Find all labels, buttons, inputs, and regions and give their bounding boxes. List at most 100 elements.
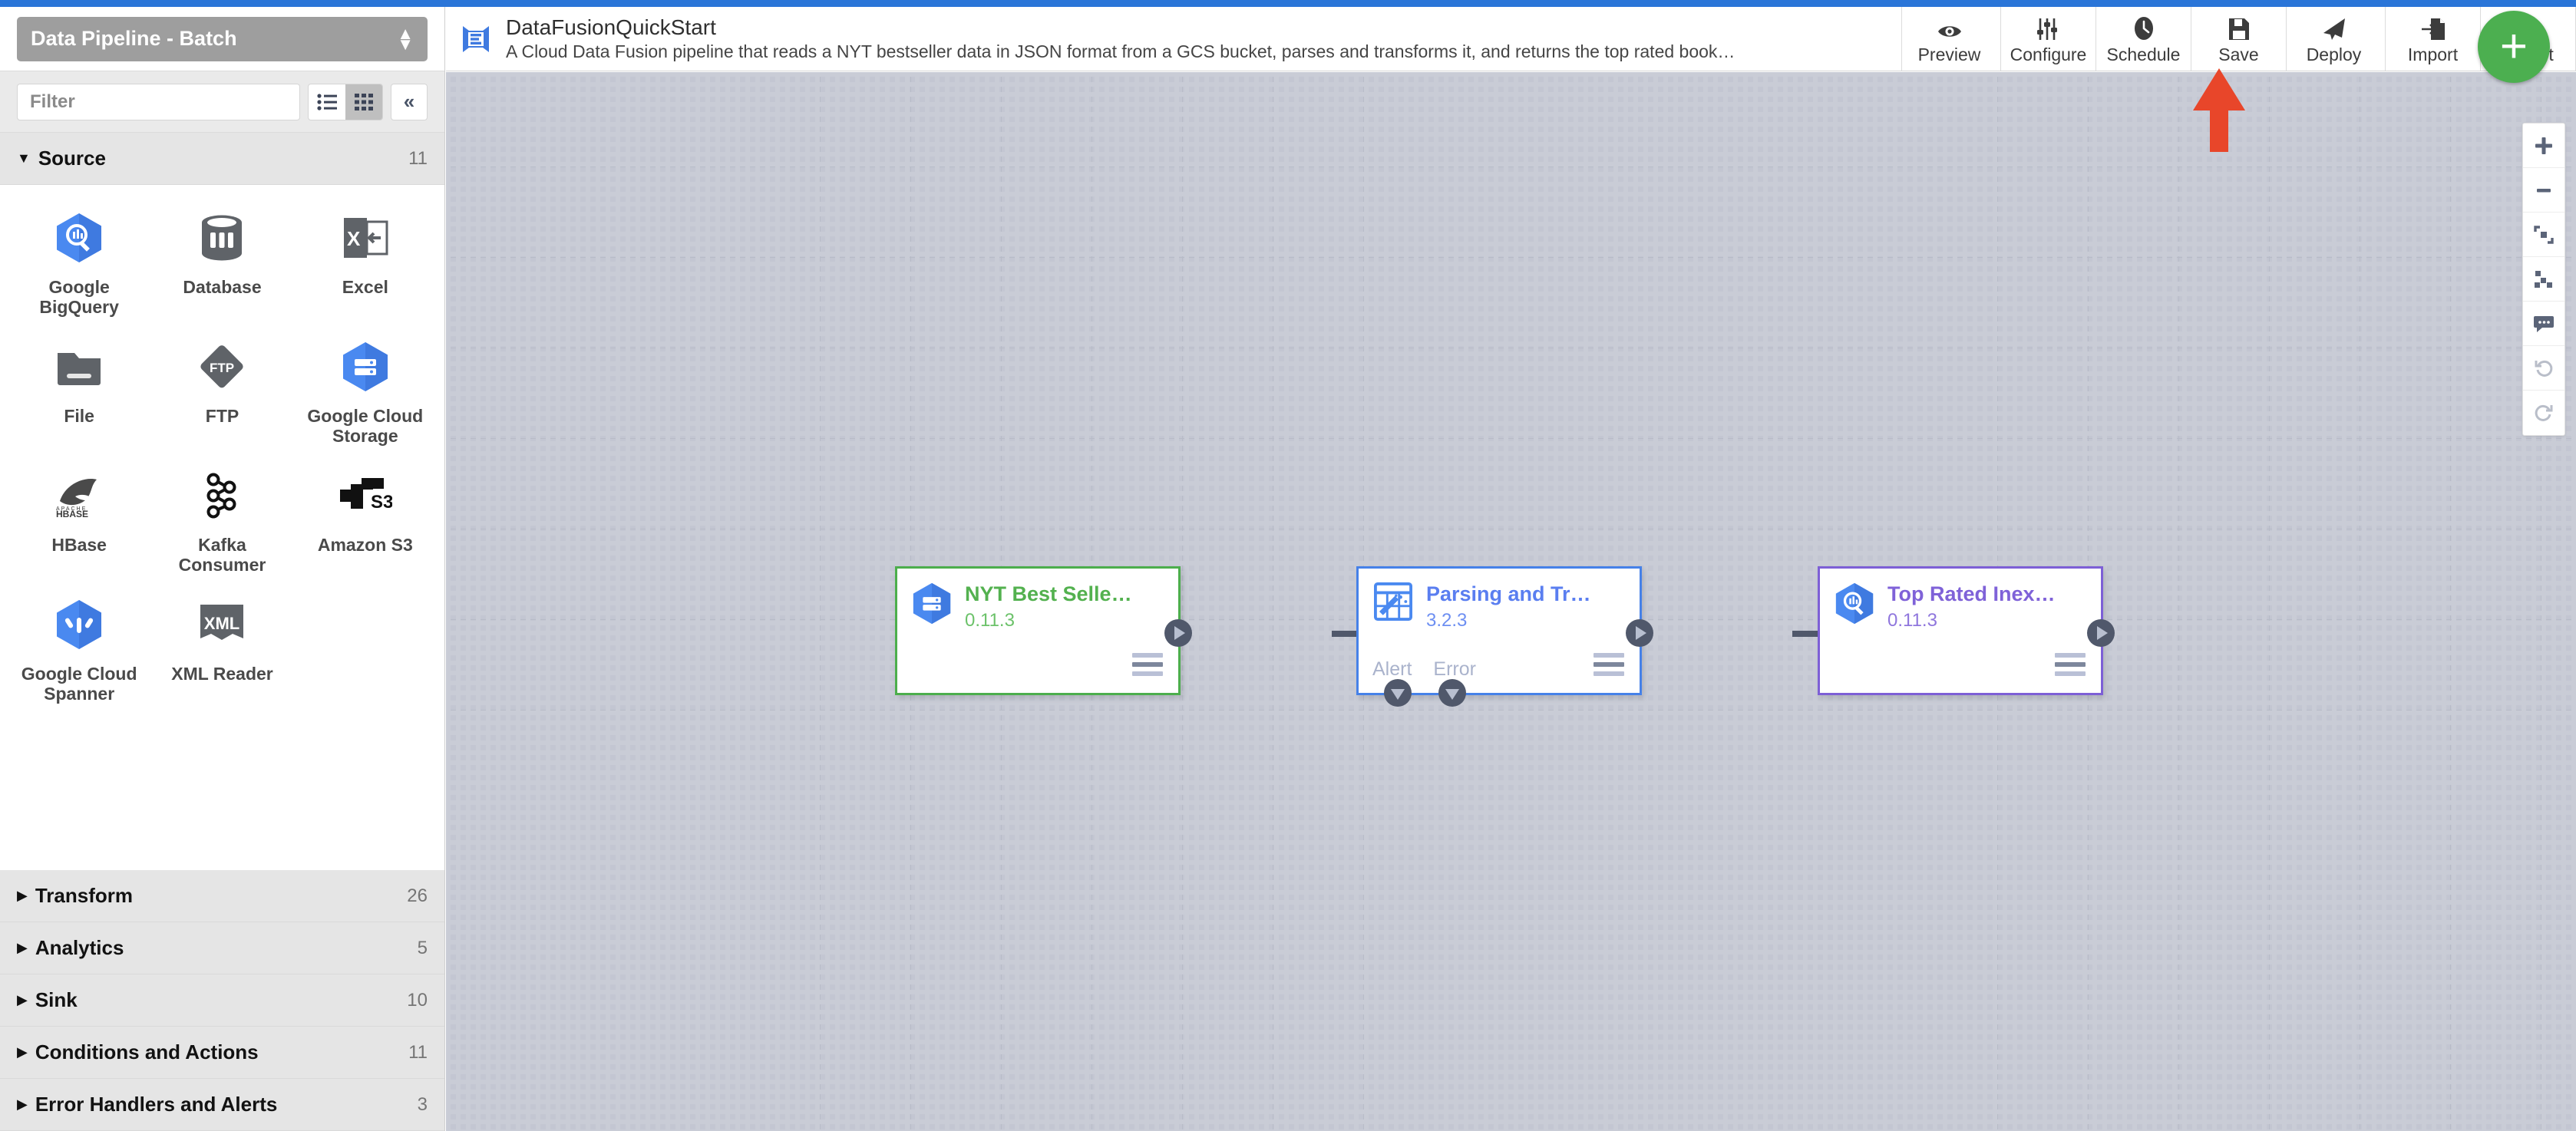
group-label: Error Handlers and Alerts: [35, 1093, 278, 1116]
pipeline-type-select[interactable]: Data Pipeline - Batch ▲▼: [17, 16, 428, 61]
plugin-label: HBase: [51, 534, 107, 555]
sidebar-group-error-handlers-and-alerts[interactable]: ▶ Error Handlers and Alerts 3: [0, 1079, 444, 1131]
hamburger-menu-icon[interactable]: [2055, 653, 2086, 676]
plugin-google-cloud-spanner[interactable]: Google Cloud Spanner: [8, 590, 150, 713]
plugin-amazon-s3[interactable]: S3 Amazon S3: [294, 461, 437, 584]
schedule-button[interactable]: Schedule: [2095, 7, 2191, 71]
output-port[interactable]: [1626, 619, 1653, 647]
database-cylinder-icon: [200, 209, 243, 266]
output-port[interactable]: [2087, 619, 2115, 647]
plugin-ftp[interactable]: FTP FTP: [150, 332, 293, 455]
chevron-right-icon: ▶: [17, 1044, 28, 1060]
plugin-label: Google BigQuery: [39, 277, 119, 317]
select-spinner-icon: ▲▼: [397, 23, 414, 54]
svg-text:S3: S3: [371, 492, 392, 513]
down-triangle-icon: [1391, 689, 1405, 700]
list-view-icon[interactable]: [309, 84, 345, 120]
import-button[interactable]: Import: [2385, 7, 2480, 71]
group-count: 26: [407, 885, 428, 906]
group-label: Source: [38, 147, 106, 170]
action-label: Configure: [2010, 44, 2087, 64]
svg-text:XML: XML: [204, 614, 239, 633]
sidebar-group-source[interactable]: ▼ Source 11: [0, 133, 444, 185]
chevron-down-icon: ▼: [17, 150, 31, 166]
group-label: Analytics: [35, 936, 124, 959]
xml-book-icon: XML: [198, 596, 246, 653]
sidebar-group-sink[interactable]: ▶ Sink 10: [0, 974, 444, 1027]
plugin-label: FTP: [205, 405, 239, 426]
plugin-excel[interactable]: X Excel: [294, 203, 437, 326]
node-header: Top Rated Inex… 0.11.3: [1820, 569, 2101, 631]
chevron-right-icon: ▶: [17, 992, 28, 1007]
preview-button[interactable]: Preview: [1901, 7, 1996, 71]
plugin-label: Database: [183, 277, 262, 297]
save-button[interactable]: Save: [2191, 7, 2286, 71]
plugin-file[interactable]: File: [8, 332, 150, 455]
fit-to-screen-icon[interactable]: [2523, 213, 2564, 257]
pipeline-title-block: DataFusionQuickStart A Cloud Data Fusion…: [506, 15, 1735, 62]
sidebar-group-analytics[interactable]: ▶ Analytics 5: [0, 922, 444, 974]
plugin-google-cloud-storage[interactable]: Google Cloud Storage: [294, 332, 437, 455]
group-count: 11: [408, 1041, 428, 1063]
floppy-disk-icon: [2228, 13, 2250, 41]
kafka-icon: [203, 467, 240, 524]
spanner-hex-icon: [56, 596, 102, 653]
plugin-database[interactable]: Database: [150, 203, 293, 326]
hamburger-menu-icon[interactable]: [1593, 653, 1624, 676]
pipeline-canvas[interactable]: NYT Best Selle… 0.11.3: [446, 72, 2576, 1131]
node-version: 0.11.3: [1887, 610, 1937, 631]
add-plugin-fab-button[interactable]: +: [2478, 11, 2550, 83]
group-label: Transform: [35, 884, 133, 907]
svg-text:APACHE: APACHE: [56, 506, 87, 512]
search-input[interactable]: [17, 83, 300, 120]
plugin-xml-reader[interactable]: XML XML Reader: [150, 590, 293, 713]
group-label: Conditions and Actions: [35, 1040, 259, 1063]
hamburger-menu-icon[interactable]: [1132, 653, 1163, 676]
plugin-kafka-consumer[interactable]: Kafka Consumer: [150, 461, 293, 584]
sidebar-group-conditions-and-actions[interactable]: ▶ Conditions and Actions 11: [0, 1027, 444, 1079]
group-count: 10: [407, 989, 428, 1011]
plugin-grid-filler: [0, 727, 444, 870]
configure-button[interactable]: Configure: [2000, 7, 2095, 71]
pipeline-node-sink[interactable]: Top Rated Inex… 0.11.3: [1818, 566, 2115, 695]
gcs-hex-icon: [913, 582, 951, 625]
plugin-group-list: ▼ Source 11: [0, 133, 444, 1131]
plugin-label: Google Cloud Spanner: [21, 663, 137, 704]
plugin-hbase[interactable]: APACHE HBASE HBase: [8, 461, 150, 584]
plugin-label: Google Cloud Storage: [307, 405, 424, 446]
pipeline-identity: DataFusionQuickStart A Cloud Data Fusion…: [446, 7, 1901, 71]
group-count: 5: [417, 937, 428, 958]
pipeline-type-label: Data Pipeline - Batch: [31, 27, 237, 50]
redo-icon[interactable]: [2523, 391, 2564, 435]
chevron-double-left-icon[interactable]: «: [391, 83, 428, 120]
page-title: DataFusionQuickStart: [506, 15, 716, 40]
node-text-block: NYT Best Selle… 0.11.3: [965, 582, 1132, 631]
undo-icon[interactable]: [2523, 346, 2564, 391]
gcs-hex-icon: [342, 338, 388, 395]
node-endpoint-labels: Alert Error: [1372, 658, 1476, 681]
plugin-google-bigquery[interactable]: Google BigQuery: [8, 203, 150, 326]
wrangler-icon: [1374, 582, 1412, 621]
output-port[interactable]: [1164, 619, 1192, 647]
node-text-block: Parsing and Tr… 3.2.3: [1426, 582, 1591, 631]
pipeline-node-transform[interactable]: Parsing and Tr… 3.2.3 Alert Error: [1356, 566, 1653, 707]
sidebar-group-transform[interactable]: ▶ Transform 26: [0, 870, 444, 922]
down-triangle-icon: [1445, 689, 1459, 700]
align-nodes-icon[interactable]: [2523, 257, 2564, 302]
node-title: Parsing and Tr…: [1426, 582, 1591, 605]
import-file-icon: [2421, 13, 2446, 41]
pipeline-actions: Preview Co: [1901, 7, 2576, 71]
zoom-in-icon[interactable]: [2523, 124, 2564, 168]
grid-view-icon[interactable]: [345, 84, 382, 120]
action-label: Deploy: [2306, 44, 2362, 64]
alert-port[interactable]: [1384, 679, 1412, 707]
zoom-out-icon[interactable]: [2523, 168, 2564, 213]
deploy-button[interactable]: Deploy: [2286, 7, 2381, 71]
canvas-toolbar: [2522, 123, 2565, 436]
comment-icon[interactable]: [2523, 302, 2564, 346]
sidebar-filter-row: «: [0, 71, 444, 133]
group-count: 3: [417, 1093, 428, 1115]
pipeline-node-source[interactable]: NYT Best Selle… 0.11.3: [895, 566, 1192, 695]
plugin-sidebar: Data Pipeline - Batch ▲▼: [0, 7, 445, 1131]
error-port[interactable]: [1438, 679, 1466, 707]
